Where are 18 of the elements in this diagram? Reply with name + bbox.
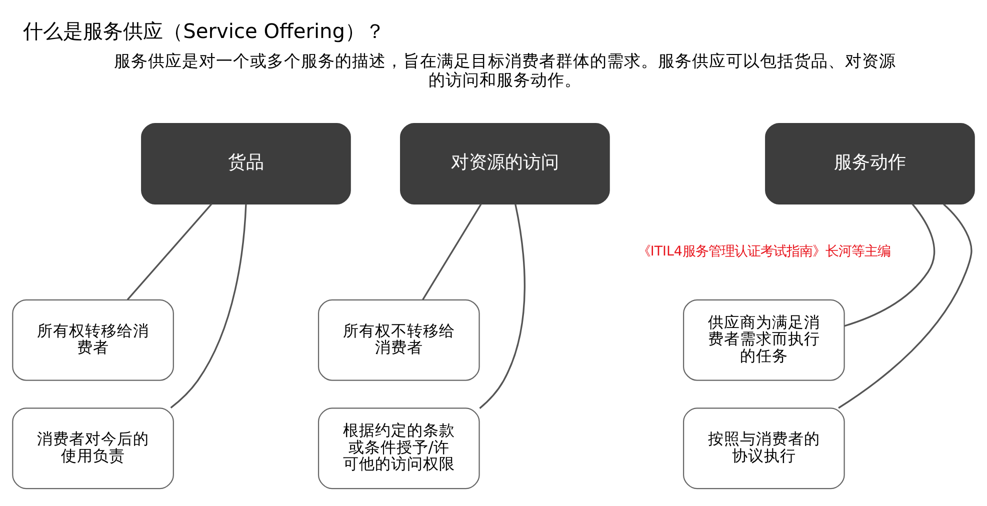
connector [844,204,936,327]
node-box: 所有权转移给消费者 [12,299,174,381]
node-box: 货品 [141,122,351,204]
node-box: 服务动作 [765,122,975,204]
node-box: 按照与消费者的协议执行 [682,408,845,490]
diagram-title: 什么是服务供应（Service Offering）？ [23,19,386,44]
node-box: 所有权不转移给消费者 [318,299,480,381]
connector [126,203,212,300]
node-box: 消费者对今后的使用负责 [12,408,174,490]
label: 服务供应是对一个或多个服务的描述，旨在满足目标消费者群体的需求。服务供应可以包括货品、对资源的访问和服务动作。 [114,50,896,90]
connector [838,204,972,409]
node-box: 供应商为满足消费者需求而执行的任务 [682,299,845,381]
connector [479,204,526,409]
connector [170,204,247,408]
connector [422,203,482,300]
label: 《ITIL4服务管理认证考试指南》长河等主编 [637,244,890,260]
node-box: 根据约定的条款或条件授予/许可他的访问权限 [318,408,480,490]
node-box: 对资源的访问 [400,122,610,204]
